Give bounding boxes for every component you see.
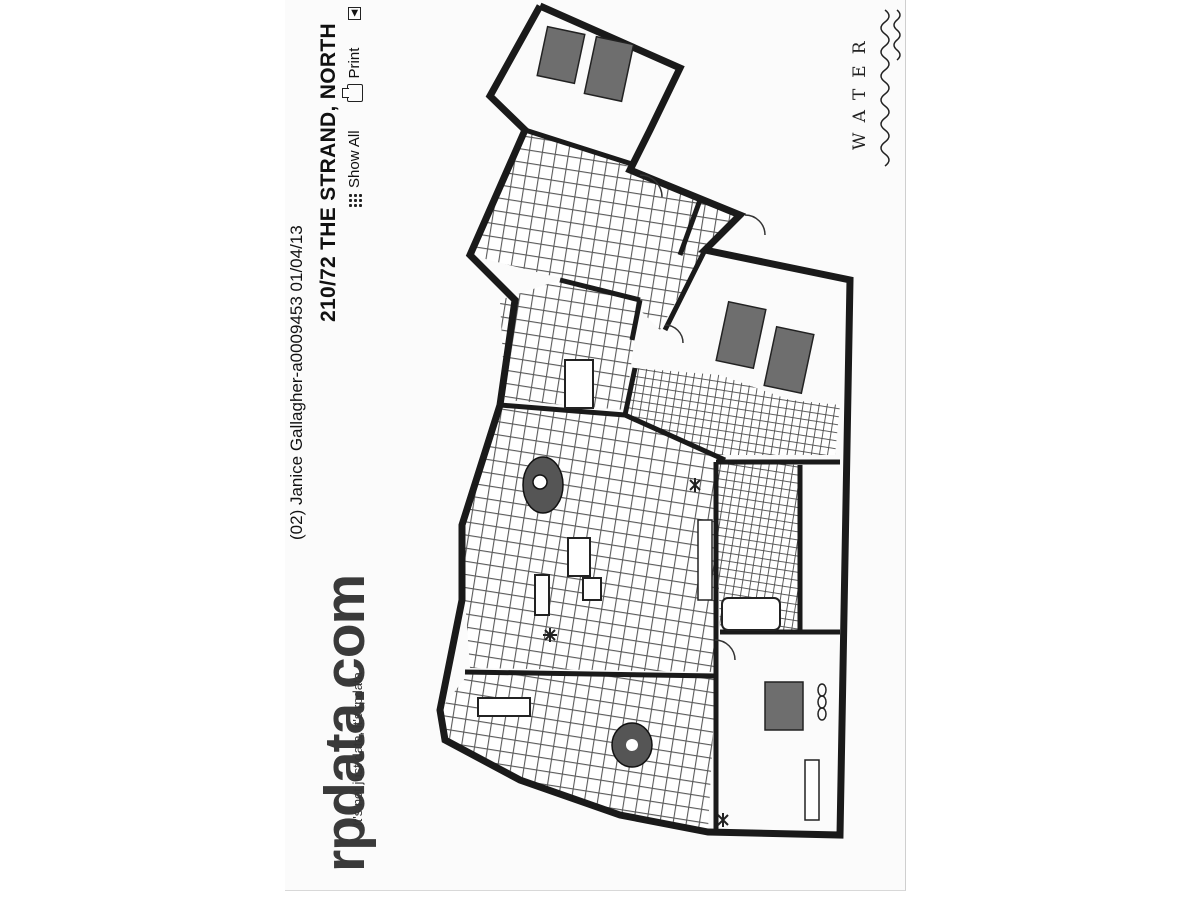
contact-line: (02) Janice Gallagher-a0009453 01/04/13 [287, 225, 306, 540]
bed-top-left [536, 25, 635, 103]
corridor-tiles [625, 368, 840, 455]
print-button[interactable]: Print [346, 47, 363, 79]
show-all-button[interactable]: Show All [346, 130, 363, 188]
ensuite-tiles [716, 462, 800, 632]
triangle-left-icon[interactable]: ◀ [348, 6, 361, 20]
kitchen-bench [564, 359, 594, 409]
wardrobe [804, 759, 820, 821]
bed-middle-right [715, 300, 815, 395]
water-label: WATER [850, 30, 870, 150]
water-waves [880, 9, 901, 167]
brand-tagline: It's not just data, it's rpdata [350, 672, 365, 826]
outer-wall [436, 2, 854, 839]
kitchen-tiles [500, 280, 640, 410]
living-area-tiles [462, 405, 725, 672]
dining-set [522, 456, 564, 514]
interior-walls [464, 127, 840, 832]
door-swings [639, 174, 766, 661]
sun-lounger [477, 697, 531, 717]
pillows [817, 683, 827, 721]
vanity [697, 519, 713, 601]
balcony-tiles [440, 672, 716, 830]
bed-bottom-right [764, 681, 804, 731]
brand-logo: rpdata.com [313, 574, 377, 872]
property-address: 210/72 THE STRAND, NORTH [317, 23, 340, 322]
print-toolbar: Show All Print ◀ [346, 6, 363, 208]
plants [543, 478, 729, 827]
grid-icon [347, 194, 362, 208]
printer-icon [346, 84, 363, 103]
hall-tiles [470, 130, 745, 330]
sofa [534, 537, 602, 616]
bathtub [721, 597, 781, 631]
